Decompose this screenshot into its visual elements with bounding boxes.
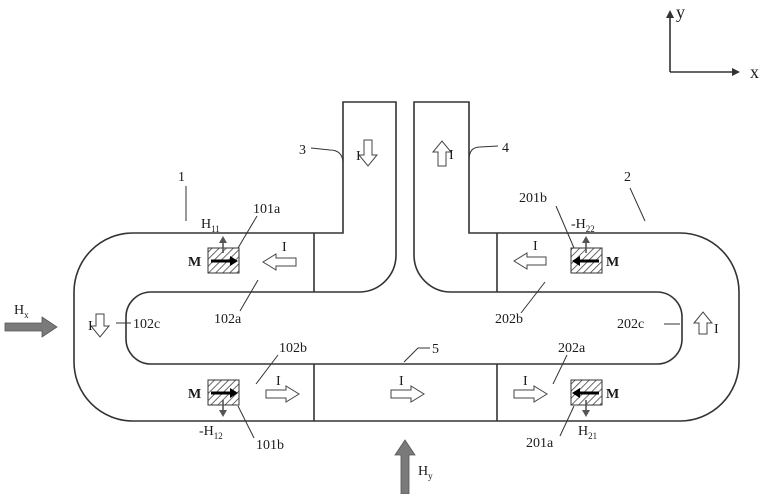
current-arrow-right	[390, 385, 425, 403]
leader-201a	[559, 405, 575, 437]
current-label: I	[356, 149, 361, 164]
current-arrow-left	[513, 252, 547, 270]
magnetization-label: M	[606, 255, 619, 270]
magnetization-label: M	[188, 387, 201, 402]
part-label-202c: 202c	[617, 317, 644, 332]
current-arrow-up	[692, 311, 714, 335]
leader-102a	[239, 279, 259, 312]
hx-label: Hx	[14, 303, 29, 320]
part-label-202a: 202a	[558, 341, 586, 356]
field-arrow-hx: Hx	[4, 303, 58, 338]
leader-101a	[237, 215, 258, 249]
leader-101b	[237, 405, 255, 439]
coordinate-axes: y x	[666, 2, 759, 82]
y-axis-label: y	[676, 2, 685, 22]
x-axis-label: x	[750, 62, 759, 82]
part-label-2: 2	[624, 170, 631, 185]
field-arrow-hy: Hy	[394, 439, 433, 494]
part-label-202b: 202b	[495, 312, 523, 327]
current-arrow-down	[357, 139, 379, 167]
part-label-1: 1	[178, 170, 185, 185]
leader-201b	[555, 205, 575, 249]
element-101a: M	[188, 236, 240, 274]
current-label: I	[399, 374, 404, 389]
current-arrow-right	[513, 385, 548, 403]
hy-label: Hy	[418, 464, 433, 481]
element-201a: M	[570, 379, 619, 417]
leader-202b	[520, 281, 546, 314]
part-label-201b: 201b	[519, 191, 547, 206]
h21-label: H21	[578, 424, 597, 441]
part-label-101a: 101a	[253, 202, 281, 217]
part-label-102c: 102c	[133, 317, 160, 332]
leader-102b	[255, 354, 279, 385]
conductor-outer-outline	[73, 101, 740, 422]
current-label: I	[533, 239, 538, 254]
leader-4	[468, 145, 499, 161]
current-arrow-left	[262, 253, 297, 271]
current-label: I	[88, 319, 93, 334]
current-label: I	[523, 374, 528, 389]
part-label-102b: 102b	[279, 341, 307, 356]
part-label-101b: 101b	[256, 438, 284, 453]
current-arrow-down	[89, 313, 111, 338]
h12-label: -H12	[199, 424, 223, 441]
current-label: I	[449, 148, 454, 163]
magnetization-label: M	[188, 255, 201, 270]
current-label: I	[276, 374, 281, 389]
part-label-102a: 102a	[214, 312, 242, 327]
part-label-3: 3	[299, 143, 306, 158]
leader-5	[403, 347, 430, 363]
current-arrow-right	[265, 385, 300, 403]
part-label-4: 4	[502, 141, 509, 156]
element-101b: M	[188, 379, 240, 417]
element-201b: M	[570, 236, 619, 274]
current-arrow-up	[431, 140, 453, 167]
part-label-201a: 201a	[526, 436, 554, 451]
leader-2	[629, 187, 646, 222]
leader-202a	[552, 354, 568, 385]
magnetization-label: M	[606, 387, 619, 402]
leader-3	[310, 147, 344, 163]
part-label-5: 5	[432, 342, 439, 357]
current-label: I	[282, 240, 287, 255]
h11-label: H11	[201, 217, 220, 234]
current-label: I	[714, 322, 719, 337]
h22-label: -H22	[571, 217, 595, 234]
